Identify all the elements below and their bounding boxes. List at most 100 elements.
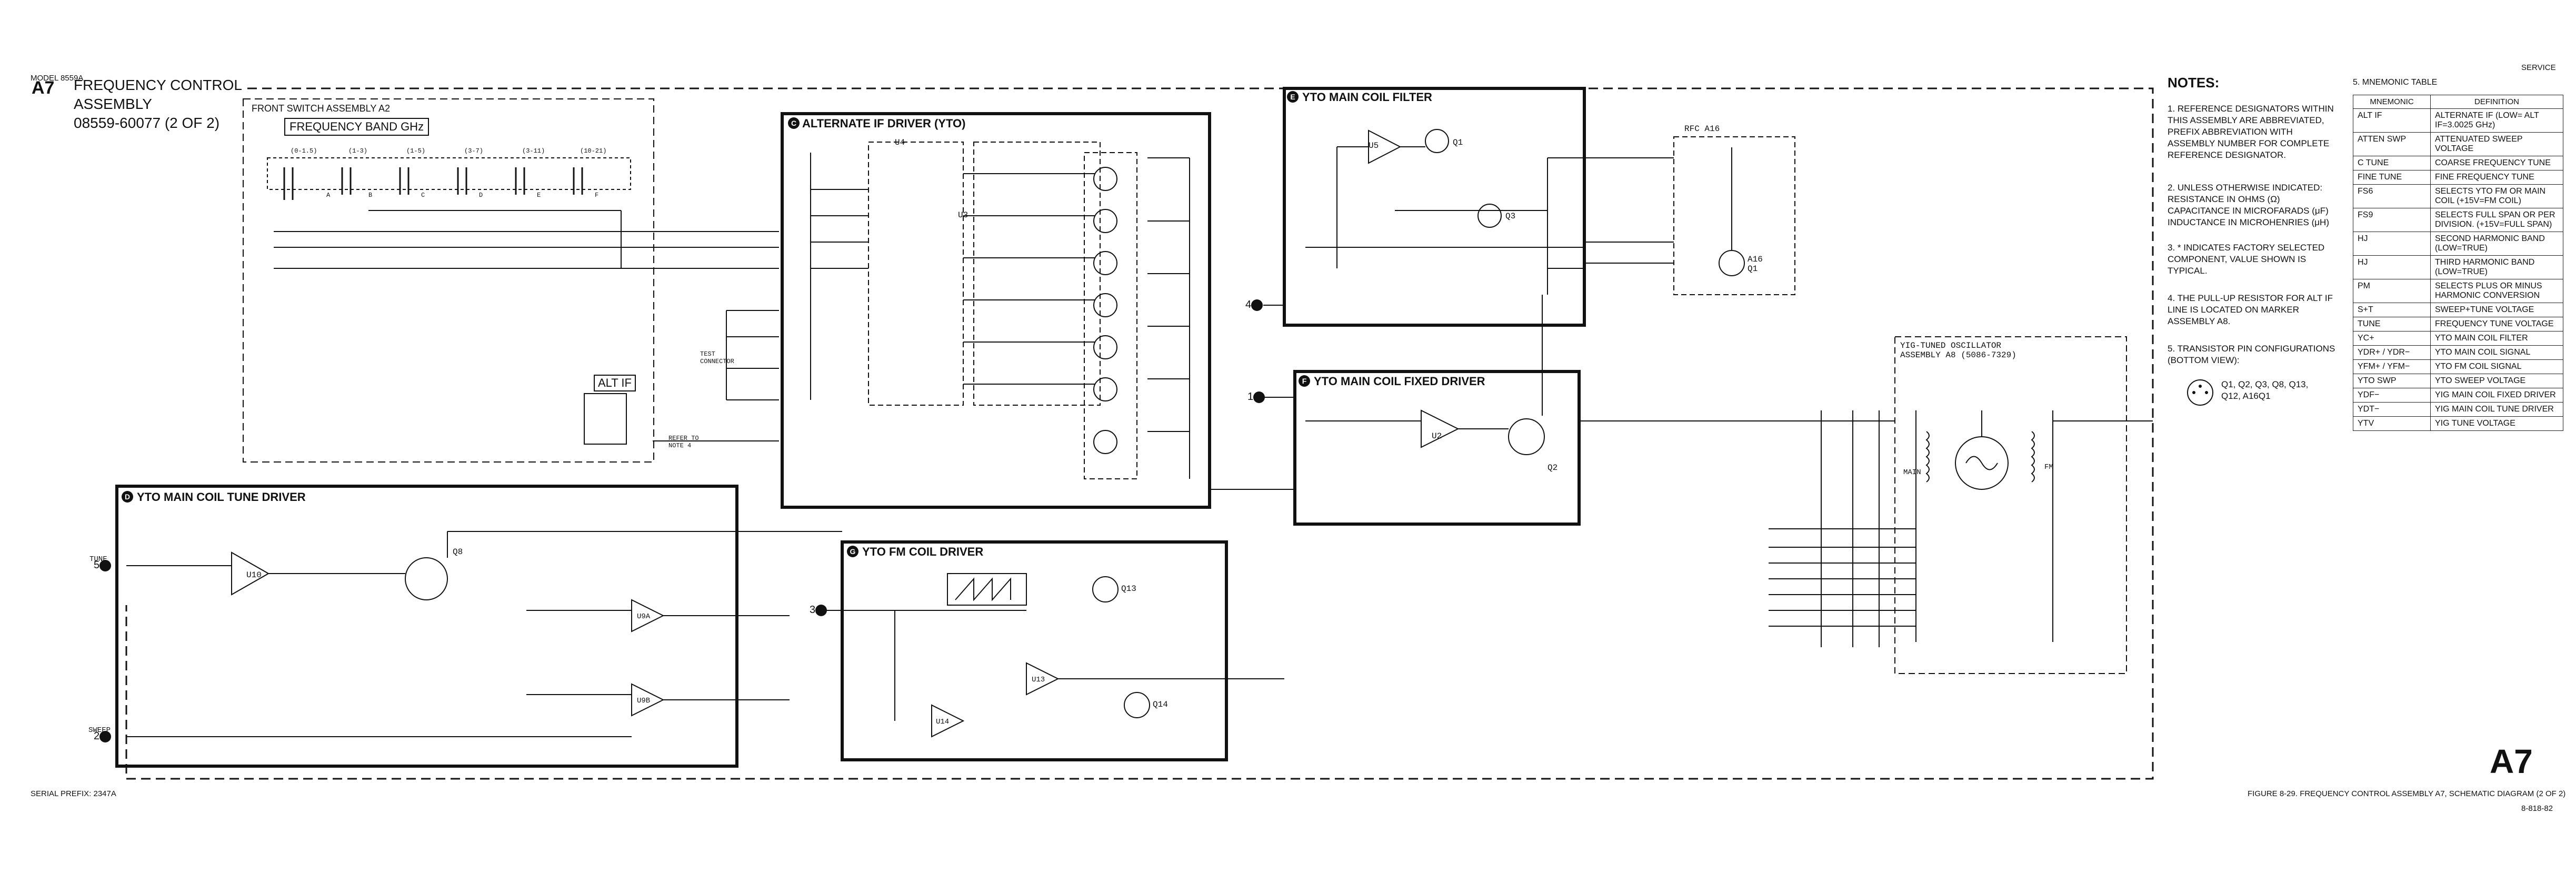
figure-caption: FIGURE 8-29. FREQUENCY CONTROL ASSEMBLY … bbox=[2248, 789, 2566, 798]
page-number: 8-818-82 bbox=[2521, 804, 2553, 813]
label-tune: TUNE bbox=[89, 555, 107, 564]
definition-cell: SELECTS PLUS OR MINUS HARMONIC CONVERSIO… bbox=[2430, 279, 2563, 303]
band-letter-c: C bbox=[421, 192, 425, 199]
table-row: YC+YTO MAIN COIL FILTER bbox=[2353, 331, 2563, 346]
band-letter-f: F bbox=[595, 192, 599, 199]
big-assembly-id: A7 bbox=[2490, 742, 2533, 780]
band-letter-e: E bbox=[537, 192, 541, 199]
label-q14: Q14 bbox=[1153, 700, 1168, 709]
label-u4: U4 bbox=[895, 138, 905, 147]
mnemonic-cell: YTV bbox=[2353, 416, 2431, 431]
assembly-title-1: FREQUENCY CONTROL bbox=[74, 77, 242, 93]
table-row: YFM+ / YFM−YTO FM COIL SIGNAL bbox=[2353, 359, 2563, 374]
input-1: 1 bbox=[1247, 391, 1254, 403]
label-main-coil: MAIN bbox=[1903, 468, 1921, 477]
mnemonic-cell: S+T bbox=[2353, 303, 2431, 317]
definition-cell: COARSE FREQUENCY TUNE bbox=[2430, 156, 2563, 170]
transistor-list: Q1, Q2, Q3, Q8, Q13, Q12, A16Q1 bbox=[2221, 379, 2309, 401]
label-u13: U13 bbox=[1032, 676, 1045, 684]
band-5: (10-21) bbox=[580, 147, 607, 155]
mnemonic-cell: HJ bbox=[2353, 255, 2431, 279]
test-connector-label: TEST CONNECTOR bbox=[700, 350, 734, 365]
section-c-title: ALTERNATE IF DRIVER (YTO) bbox=[802, 117, 966, 130]
band-letter-a: A bbox=[326, 192, 331, 199]
mnemonic-cell: ATTEN SWP bbox=[2353, 132, 2431, 156]
mnemonic-cell: C TUNE bbox=[2353, 156, 2431, 170]
mnemonic-cell: HJ bbox=[2353, 232, 2431, 256]
mnemonic-cell: ALT IF bbox=[2353, 108, 2431, 133]
transistor-pinout-icon bbox=[2187, 379, 2213, 406]
input-5: 5 bbox=[94, 559, 100, 571]
label-q13: Q13 bbox=[1121, 584, 1136, 594]
mnemonic-cell: FINE TUNE bbox=[2353, 170, 2431, 185]
section-g-title: YTO FM COIL DRIVER bbox=[862, 545, 984, 558]
label-rfc: RFC A16 bbox=[1684, 124, 1720, 134]
definition-cell: FREQUENCY TUNE VOLTAGE bbox=[2430, 317, 2563, 332]
band-letter-d: D bbox=[479, 192, 483, 199]
definition-cell: ATTENUATED SWEEP VOLTAGE bbox=[2430, 132, 2563, 156]
definition-cell: YTO SWEEP VOLTAGE bbox=[2430, 374, 2563, 388]
band-letter-b: B bbox=[368, 192, 373, 199]
note-3: 3. * INDICATES FACTORY SELECTED COMPONEN… bbox=[2168, 243, 2325, 276]
mnemonic-cell: YFM+ / YFM− bbox=[2353, 359, 2431, 374]
input-4: 4 bbox=[1245, 299, 1252, 310]
label-yto-assembly: YIG-TUNED OSCILLATOR ASSEMBLY A8 (5086-7… bbox=[1900, 341, 2016, 360]
mnemonic-cell: FS6 bbox=[2353, 184, 2431, 208]
definition-cell: SWEEP+TUNE VOLTAGE bbox=[2430, 303, 2563, 317]
label-q2: Q2 bbox=[1547, 463, 1558, 473]
mnemonic-cell: TUNE bbox=[2353, 317, 2431, 332]
label-u5: U5 bbox=[1369, 141, 1379, 150]
label-u2: U2 bbox=[1432, 431, 1442, 441]
table-row: YDT−YIG MAIN COIL TUNE DRIVER bbox=[2353, 402, 2563, 417]
band-0: (0-1.5) bbox=[291, 147, 317, 155]
front-switch-label: FRONT SWITCH ASSEMBLY A2 bbox=[252, 103, 391, 114]
frequency-band-label: FREQUENCY BAND GHz bbox=[284, 118, 430, 136]
assembly-title-2: ASSEMBLY bbox=[74, 96, 152, 112]
svg-text:F: F bbox=[1302, 377, 1307, 385]
label-u9a: U9A bbox=[637, 612, 651, 621]
assembly-id: A7 bbox=[32, 78, 55, 98]
svg-text:D: D bbox=[125, 493, 130, 501]
band-3: (3-7) bbox=[464, 147, 484, 155]
definition-cell: YIG TUNE VOLTAGE bbox=[2430, 416, 2563, 431]
table-row: YDF−YIG MAIN COIL FIXED DRIVER bbox=[2353, 388, 2563, 403]
notes-title: NOTES: bbox=[2168, 75, 2220, 91]
refer-note-label: REFER TO NOTE 4 bbox=[668, 435, 699, 449]
definition-cell: THIRD HARMONIC BAND (LOW=TRUE) bbox=[2430, 255, 2563, 279]
mnemonic-title: 5. MNEMONIC TABLE bbox=[2353, 78, 2438, 87]
note-4: 4. THE PULL-UP RESISTOR FOR ALT IF LINE … bbox=[2168, 293, 2333, 326]
definition-cell: FINE FREQUENCY TUNE bbox=[2430, 170, 2563, 185]
definition-col-header: DEFINITION bbox=[2430, 95, 2563, 109]
definition-cell: YTO FM COIL SIGNAL bbox=[2430, 359, 2563, 374]
serial-prefix: SERIAL PREFIX: 2347A bbox=[31, 789, 116, 798]
mnemonic-cell: YC+ bbox=[2353, 331, 2431, 346]
definition-cell: SECOND HARMONIC BAND (LOW=TRUE) bbox=[2430, 232, 2563, 256]
section-f-title: YTO MAIN COIL FIXED DRIVER bbox=[1314, 375, 1485, 388]
mnemonic-cell: FS9 bbox=[2353, 208, 2431, 232]
label-q8: Q8 bbox=[453, 547, 463, 557]
label-u3: U3 bbox=[958, 210, 969, 220]
definition-cell: YTO MAIN COIL SIGNAL bbox=[2430, 345, 2563, 360]
definition-cell: YIG MAIN COIL TUNE DRIVER bbox=[2430, 402, 2563, 417]
definition-cell: SELECTS FULL SPAN OR PER DIVISION. (+15V… bbox=[2430, 208, 2563, 232]
svg-text:C: C bbox=[791, 119, 796, 127]
label-u9b: U9B bbox=[637, 697, 651, 705]
label-u10: U10 bbox=[246, 570, 262, 580]
label-q1: Q1 bbox=[1453, 138, 1463, 147]
label-q3: Q3 bbox=[1505, 212, 1516, 221]
band-2: (1-5) bbox=[406, 147, 426, 155]
mnemonic-cell: YDR+ / YDR− bbox=[2353, 345, 2431, 360]
note-5: 5. TRANSISTOR PIN CONFIGURATIONS (BOTTOM… bbox=[2168, 344, 2335, 365]
section-d-title: YTO MAIN COIL TUNE DRIVER bbox=[137, 490, 306, 504]
